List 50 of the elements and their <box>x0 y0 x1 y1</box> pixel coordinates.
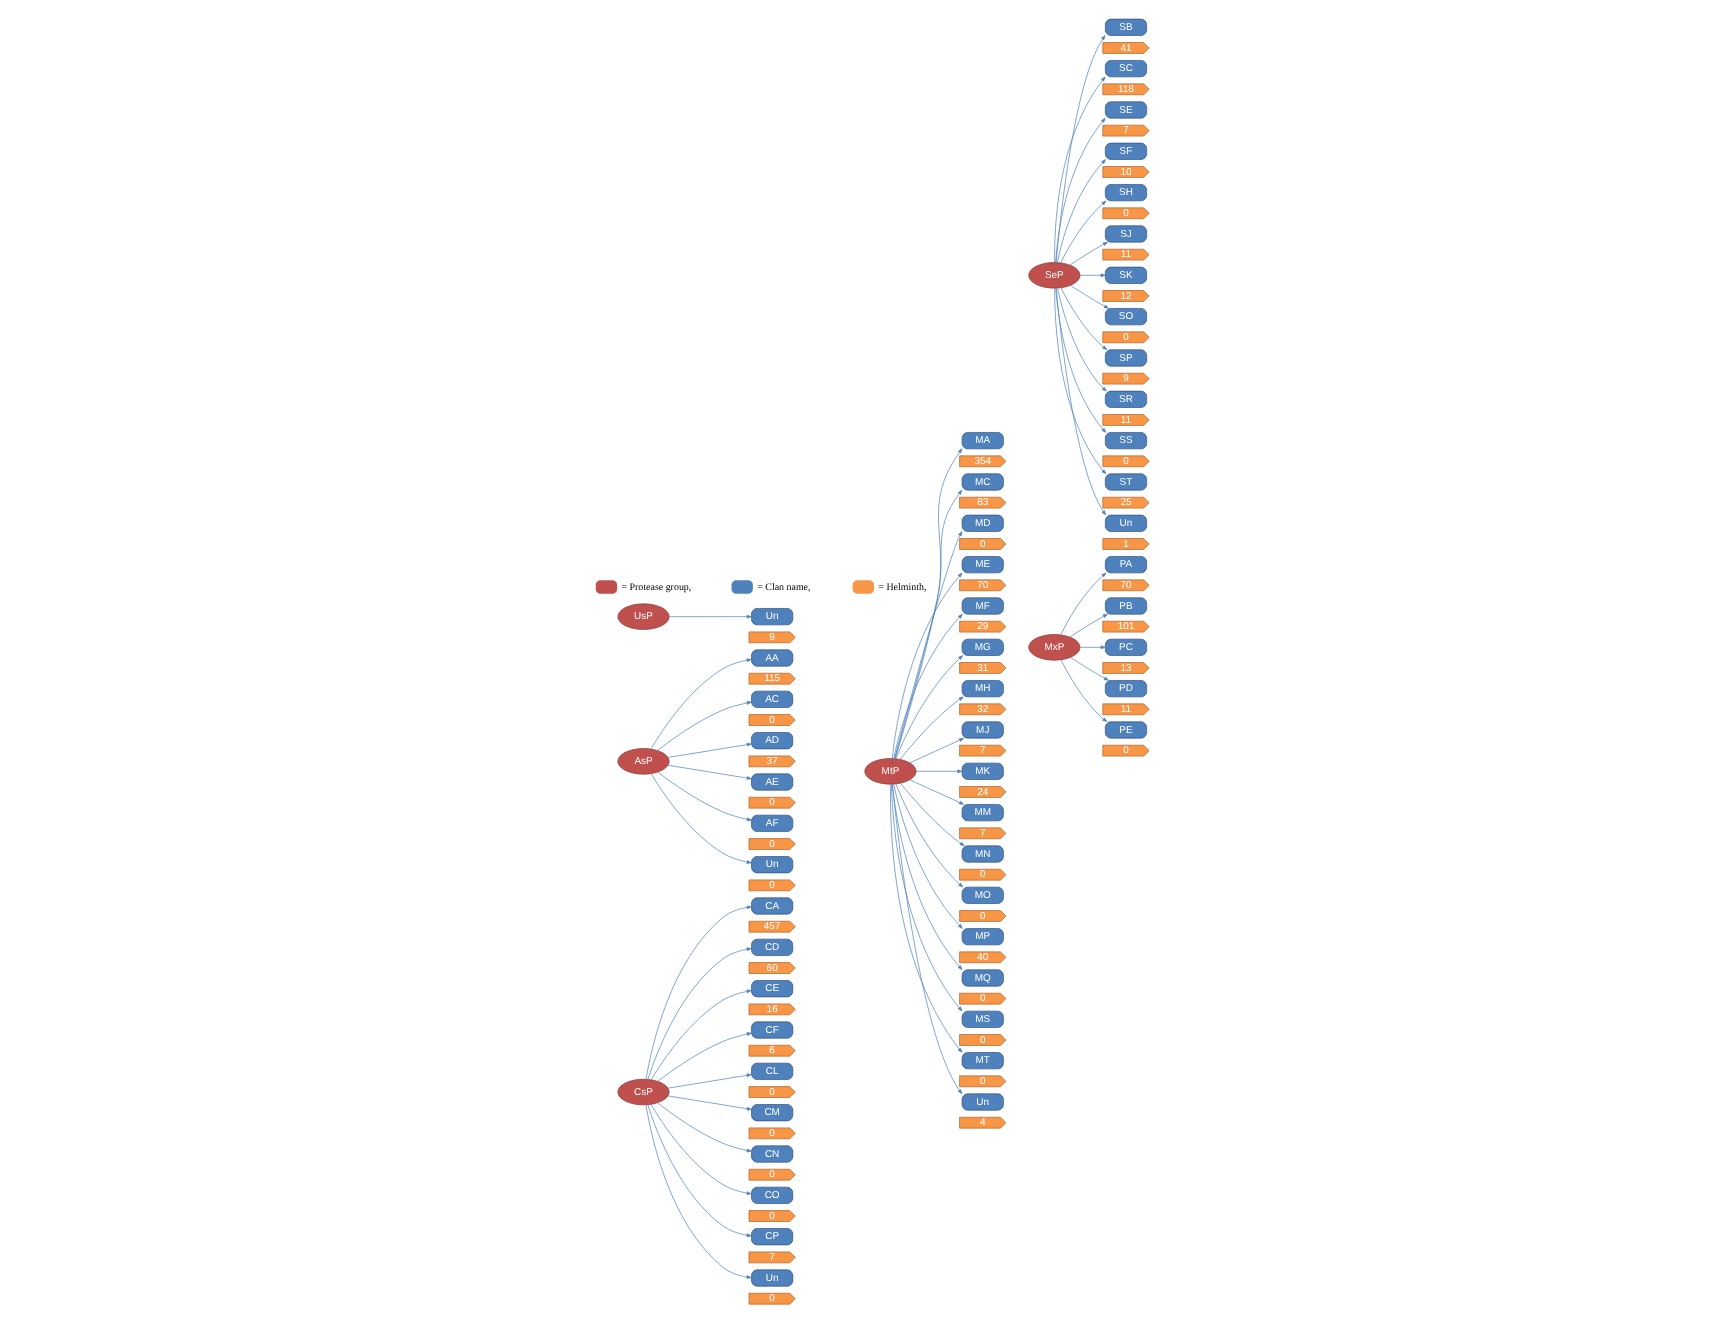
arrow <box>1060 659 1108 723</box>
arrow <box>1070 657 1109 681</box>
arrow <box>1069 241 1108 266</box>
arrow <box>657 1102 752 1153</box>
arrow <box>1070 285 1109 309</box>
arrow <box>890 784 963 1012</box>
arrow <box>1069 613 1108 638</box>
arrow <box>1055 287 1107 516</box>
arrow <box>645 1104 752 1279</box>
arrow <box>657 701 752 751</box>
arrow <box>669 614 752 619</box>
arrow <box>647 1104 752 1238</box>
arrow <box>891 572 963 759</box>
arrow <box>892 783 963 1095</box>
arrow <box>899 696 964 760</box>
arrow <box>891 783 963 970</box>
arrow <box>645 905 752 1080</box>
arrow <box>1057 287 1107 392</box>
arrow <box>650 1104 752 1195</box>
arrow <box>650 989 752 1081</box>
arrow <box>1055 287 1107 433</box>
arrow <box>909 737 965 764</box>
arrow <box>890 784 963 1053</box>
arrow <box>1060 287 1108 350</box>
arrow <box>1060 572 1107 635</box>
arrow <box>893 783 963 929</box>
arrow <box>667 1095 752 1111</box>
arrow <box>1055 35 1106 263</box>
arrow <box>650 773 752 864</box>
arrow <box>893 613 963 759</box>
arrow <box>1054 76 1106 263</box>
arrow <box>895 655 964 759</box>
arrow <box>900 783 965 847</box>
arrow <box>915 769 963 774</box>
arrow <box>909 779 965 805</box>
arrow <box>1057 159 1106 263</box>
arrow <box>1079 645 1106 650</box>
arrow <box>1079 273 1106 278</box>
arrow <box>1060 200 1107 263</box>
arrow <box>1054 287 1107 475</box>
arrow <box>647 947 752 1080</box>
arrow <box>657 771 752 822</box>
arrow <box>667 1073 752 1089</box>
arrow <box>657 1032 752 1082</box>
arrow <box>667 742 752 758</box>
arrow <box>667 764 752 780</box>
arrow <box>1055 117 1106 263</box>
arrow <box>895 783 964 888</box>
arrow <box>650 658 752 750</box>
arrow <box>894 531 963 759</box>
